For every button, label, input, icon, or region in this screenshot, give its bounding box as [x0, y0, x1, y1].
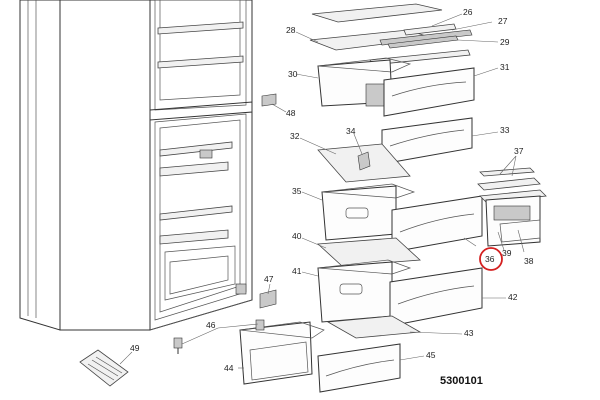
- rail-assembly-37: [477, 167, 547, 247]
- leader-lines: [119, 13, 525, 369]
- callout-37: 37: [514, 146, 524, 156]
- foot-46: [173, 319, 265, 354]
- callout-33: 33: [500, 125, 510, 135]
- clip-34: [357, 151, 371, 171]
- callout-27: 27: [498, 16, 508, 26]
- callout-32: 32: [290, 131, 300, 141]
- drawer-front-33: [381, 117, 473, 165]
- callout-48: 48: [286, 108, 296, 118]
- callout-41: 41: [292, 266, 302, 276]
- document-number: 5300101: [440, 375, 483, 387]
- crisper-bin-30: [317, 57, 412, 107]
- callout-46: 46: [206, 320, 216, 330]
- freezer-drawer-44: [239, 321, 325, 385]
- callout-42: 42: [508, 292, 518, 302]
- callout-28: 28: [286, 25, 296, 35]
- callout-31: 31: [500, 62, 510, 72]
- drawer-front-45: [317, 343, 401, 393]
- callout-44: 44: [224, 363, 234, 373]
- ice-tray-49: [79, 349, 129, 387]
- callout-47: 47: [264, 274, 274, 284]
- drawer-front-42: [389, 267, 483, 327]
- callout-40: 40: [292, 231, 302, 241]
- callout-45: 45: [426, 350, 436, 360]
- callout-35: 35: [292, 186, 302, 196]
- drawer-front-31: [383, 67, 475, 117]
- callout-labels: 26 27 28 29 30 31 32 33 34 35 36 37 38 3…: [130, 7, 534, 373]
- glass-shelf-43: [326, 315, 422, 339]
- highlight-circle: [479, 247, 503, 271]
- callout-39: 39: [502, 248, 512, 258]
- hinge-47: [259, 289, 277, 309]
- glass-shelf-40: [317, 237, 421, 267]
- bracket-48: [261, 93, 277, 107]
- glass-shelf-top: [311, 3, 443, 23]
- shelf-trims: [369, 23, 473, 66]
- drawer-front-36: [391, 195, 483, 253]
- fridge-cabinet: [19, 0, 253, 331]
- callout-34: 34: [346, 126, 356, 136]
- callout-29: 29: [500, 37, 510, 47]
- callout-26: 26: [463, 7, 473, 17]
- callout-36: 36: [485, 254, 495, 264]
- callout-49: 49: [130, 343, 140, 353]
- callout-43: 43: [464, 328, 474, 338]
- callout-30: 30: [288, 69, 298, 79]
- callout-38: 38: [524, 256, 534, 266]
